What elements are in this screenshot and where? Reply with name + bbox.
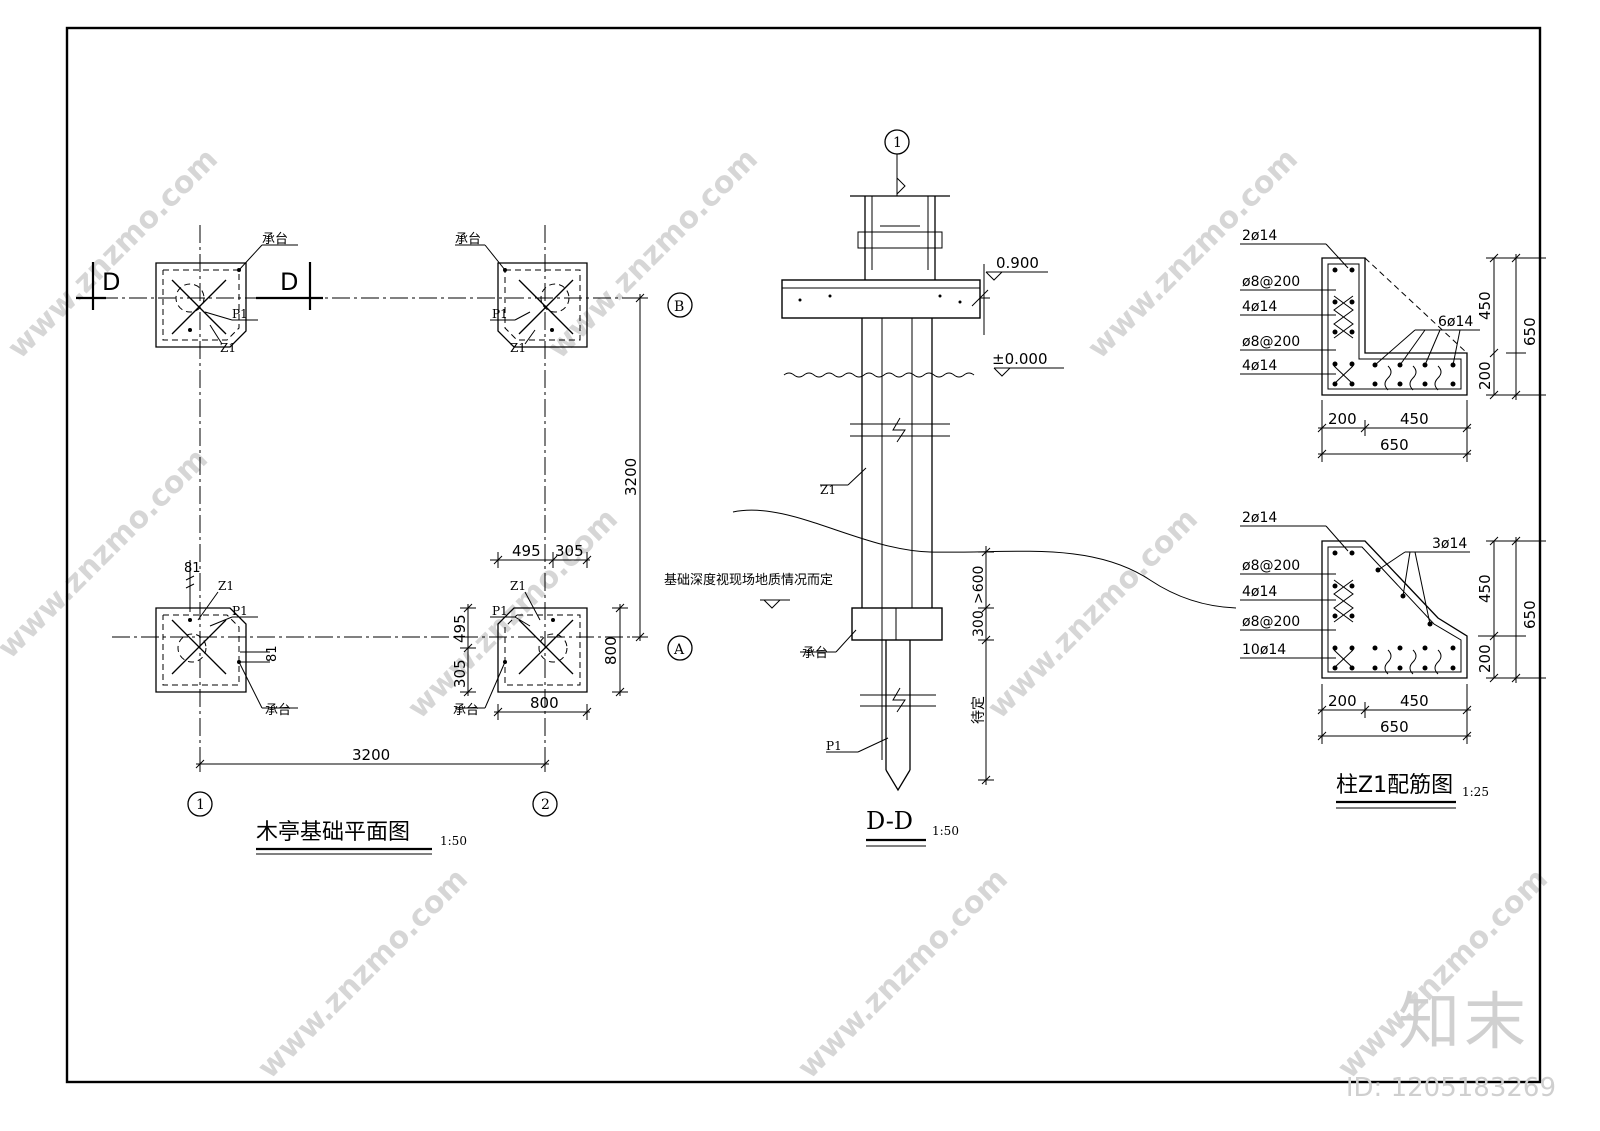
pile-label: P1: [232, 307, 248, 321]
dim-600: >600: [971, 566, 987, 604]
pile-cap-bottom-left: 承台 P1 Z1 81 81: [155, 560, 298, 718]
cap-label: 承台: [453, 703, 479, 718]
section-mark-label: D: [280, 268, 298, 296]
watermark-id: ID: 1205183269: [1345, 1073, 1556, 1103]
axis-bubble-b: [667, 292, 693, 318]
section-column-label: Z1: [820, 483, 836, 497]
column-label: Z1: [510, 341, 526, 355]
rebar-label-right: 3ø14: [1432, 536, 1467, 552]
rebar-label: 4ø14: [1242, 584, 1277, 600]
pile-cap-top-left: 承台 P1 Z1: [155, 232, 298, 355]
watermark-text: www.znzmo.com: [251, 862, 475, 1086]
dim-300: 300: [971, 610, 987, 637]
plan-scale: 1:50: [440, 834, 467, 848]
pile-label: P1: [492, 604, 508, 618]
dim-450-v: 450: [1476, 291, 1494, 320]
elev-top-label: 0.900: [996, 254, 1039, 272]
watermark-text: www.znzmo.com: [1, 142, 225, 366]
rebar-label: 10ø14: [1242, 642, 1286, 658]
rebar-label: ø8@200: [1242, 334, 1300, 350]
rebar-label: ø8@200: [1242, 274, 1300, 290]
rebar-label: 2ø14: [1242, 510, 1277, 526]
pile-cap-bottom-right: 承台 P1 Z1: [453, 579, 588, 718]
section-pile-label: P1: [826, 739, 842, 753]
elevation-marker: [993, 367, 1012, 377]
cap-label: 承台: [265, 703, 291, 718]
rebar-label: 4ø14: [1242, 299, 1277, 315]
foundation-plan: D D 承台 P1 Z1: [76, 225, 693, 855]
section-title: D-D: [866, 807, 913, 835]
dim-495-v: 495: [451, 614, 469, 643]
rebar-label: 2ø14: [1242, 228, 1277, 244]
watermark-text: www.znzmo.com: [981, 502, 1205, 726]
dim-305-h: 305: [555, 542, 584, 560]
section-slab: [781, 279, 981, 319]
elevation-marker: [985, 271, 1004, 281]
axis-bubble-2: [532, 791, 558, 817]
plan-title: 木亭基础平面图: [256, 820, 410, 845]
watermark-text: www.znzmo.com: [541, 142, 765, 366]
watermark-brand: 知末: [1397, 985, 1530, 1058]
section-cap-label: 承台: [802, 646, 828, 661]
dim-450-v: 450: [1476, 574, 1494, 603]
rebar-label: ø8@200: [1242, 614, 1300, 630]
dim-200-v: 200: [1476, 644, 1494, 673]
dim-305-v: 305: [451, 659, 469, 688]
dim-3200-h: 3200: [352, 746, 390, 764]
dim-200-v: 200: [1476, 361, 1494, 390]
dim-450-h: 450: [1400, 692, 1429, 710]
dim-3200-v: 3200: [622, 458, 640, 496]
dim-800-h: 800: [530, 694, 559, 712]
section-cap: [851, 607, 943, 641]
rebar-label-right: 6ø14: [1438, 314, 1473, 330]
rebar-label: 4ø14: [1242, 358, 1277, 374]
axis-bubble-a: [667, 635, 693, 661]
rebar-section-top: 2ø14 ø8@200 4ø14 ø8@200 4ø14 6ø14 450: [1240, 228, 1546, 462]
column-label: Z1: [218, 579, 234, 593]
dim-650-v: 650: [1521, 317, 1539, 346]
dim-650-h: 650: [1380, 718, 1409, 736]
dim-200-h: 200: [1328, 410, 1357, 428]
ground-line: [732, 509, 1237, 609]
cap-label: 承台: [262, 232, 288, 247]
dim-650-h: 650: [1380, 436, 1409, 454]
rebar-title: 柱Z1配筋图: [1336, 773, 1453, 798]
cap-label: 承台: [455, 232, 481, 247]
dim-200-h: 200: [1328, 692, 1357, 710]
dim-650-v: 650: [1521, 600, 1539, 629]
watermark-text: www.znzmo.com: [0, 442, 215, 666]
elev-zero-label: ±0.000: [992, 350, 1048, 368]
section-scale: 1:50: [932, 824, 959, 838]
sheet-border: [65, 26, 1542, 1084]
dim-495-h: 495: [512, 542, 541, 560]
section-mark-label: D: [102, 268, 120, 296]
axis-label-b: B: [674, 299, 684, 315]
axis-bubble-1: [187, 791, 213, 817]
dim-81-b: 81: [265, 645, 280, 662]
rebar-label: ø8@200: [1242, 558, 1300, 574]
section-note: 基础深度视现场地质情况而定: [664, 572, 833, 588]
section-axis-label: 1: [893, 135, 902, 151]
dim-800-v: 800: [602, 636, 620, 665]
dim-tbd: 待定: [971, 696, 987, 724]
watermark-text: www.znzmo.com: [1081, 142, 1305, 366]
dim-81-a: 81: [184, 561, 201, 576]
watermark-text: www.znzmo.com: [791, 862, 1015, 1086]
axis-label-1: 1: [196, 797, 205, 813]
pile-label: P1: [492, 307, 508, 321]
dim-450-h: 450: [1400, 410, 1429, 428]
rebar-scale: 1:25: [1462, 785, 1489, 799]
rebar-section-bottom: 2ø14 ø8@200 4ø14 ø8@200 10ø14 3ø14 450 2…: [1240, 510, 1546, 744]
column-label: Z1: [510, 579, 526, 593]
axis-label-2: 2: [541, 797, 550, 813]
water-line: [783, 372, 975, 378]
pile-tip: [885, 769, 911, 792]
section-dd: 1 0.900 ±0.000: [664, 129, 1237, 847]
column-label: Z1: [220, 341, 236, 355]
axis-label-a: A: [673, 642, 685, 658]
rebar-detail: 2ø14 ø8@200 4ø14 ø8@200 4ø14 6ø14 450: [1240, 228, 1546, 809]
pile-label: P1: [232, 604, 248, 618]
pile-cap-top-right: 承台 P1 Z1: [455, 232, 588, 355]
